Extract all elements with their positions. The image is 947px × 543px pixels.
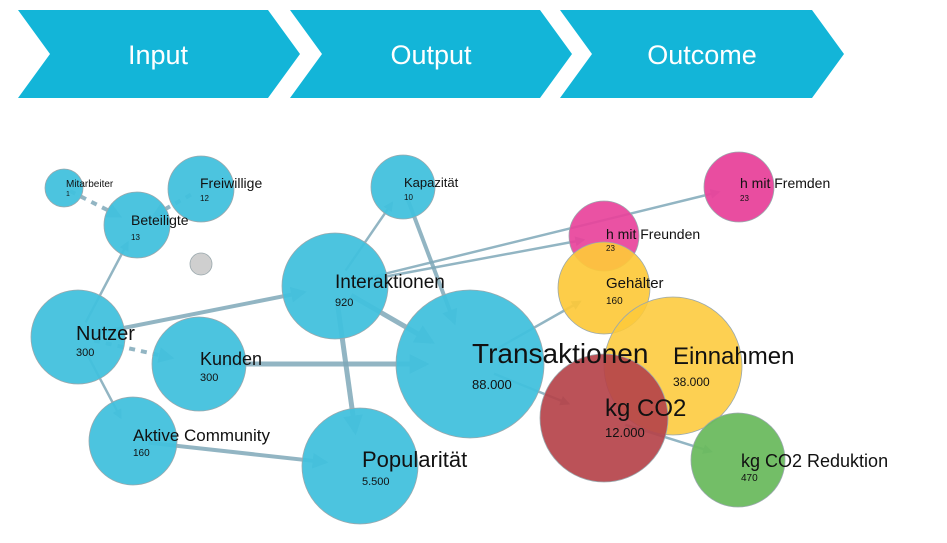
node-kapazitaet [370, 154, 436, 220]
node-h-fremden [703, 151, 775, 223]
node-title-mitarbeiter: Mitarbeiter [66, 179, 114, 190]
node-kg-co2-reduktion [690, 412, 786, 508]
node-value-h-freunden: 23 [606, 244, 615, 253]
node-value-kg-co2: 12.000 [605, 425, 645, 440]
node-kunden [151, 316, 247, 412]
node-unlabeled [189, 252, 213, 276]
stage-label-outcome: Outcome [647, 40, 757, 70]
node-value-kunden: 300 [200, 372, 218, 384]
node-title-kapazitaet: Kapazität [404, 175, 459, 190]
edge-mitarbeiter-to-beteiligte [69, 189, 123, 218]
node-value-mitarbeiter: 1 [66, 191, 70, 198]
node-title-interaktionen: Interaktionen [335, 272, 445, 293]
edge-interaktionen-to-h_fremden [352, 189, 721, 283]
stage-label-output: Output [390, 40, 472, 70]
node-value-popularitaet: 5.500 [362, 476, 390, 488]
chevron-input [18, 10, 300, 98]
node-title-kunden: Kunden [200, 349, 262, 369]
edge-interaktionen-to-h_freunden [353, 236, 586, 284]
node-title-transaktionen: Transaktionen [472, 338, 648, 369]
node-value-aktive-community: 160 [133, 448, 150, 459]
node-title-aktive-community: Aktive Community [133, 426, 270, 445]
node-value-freiwillige: 12 [200, 194, 209, 203]
node-value-beteiligte: 13 [131, 233, 140, 242]
node-title-h-freunden: h mit Freunden [606, 226, 700, 242]
node-title-popularitaet: Popularität [362, 447, 467, 472]
node-value-einnahmen: 38.000 [673, 375, 710, 389]
node-kg-co2 [539, 353, 669, 483]
edge-nutzer-to-interaktionen [93, 286, 307, 336]
node-nutzer [30, 289, 126, 385]
node-transaktionen [395, 289, 545, 439]
node-title-nutzer: Nutzer [76, 323, 135, 345]
node-value-interaktionen: 920 [335, 297, 353, 309]
node-value-h-fremden: 23 [740, 194, 749, 203]
node-title-beteiligte: Beteiligte [131, 212, 189, 228]
node-popularitaet [301, 407, 419, 525]
chevron-outcome [560, 10, 844, 98]
node-aktive-community [88, 396, 178, 486]
stage-label-input: Input [128, 40, 189, 70]
node-value-kapazitaet: 10 [404, 193, 413, 202]
nodes-layer [30, 151, 786, 525]
node-title-h-fremden: h mit Fremden [740, 175, 830, 191]
node-title-freiwillige: Freiwillige [200, 175, 262, 191]
node-freiwillige [167, 155, 235, 223]
node-value-transaktionen: 88.000 [472, 377, 512, 392]
node-title-kg-co2-reduktion: kg CO2 Reduktion [741, 451, 888, 471]
stage-banner: Input Output Outcome [18, 10, 844, 98]
node-beteiligte [103, 191, 171, 259]
edge-aktive_community-to-popularitaet [148, 440, 329, 469]
chevron-output [290, 10, 572, 98]
node-mitarbeiter [44, 168, 84, 208]
node-value-gehaelter: 160 [606, 296, 623, 307]
node-title-gehaelter: Gehälter [606, 275, 664, 292]
node-title-kg-co2: kg CO2 [605, 395, 686, 422]
node-value-nutzer: 300 [76, 347, 94, 359]
node-title-einnahmen: Einnahmen [673, 343, 794, 370]
node-interaktionen [281, 232, 389, 340]
node-value-kg-co2-reduktion: 470 [741, 473, 758, 484]
node-gehaelter [557, 241, 651, 335]
